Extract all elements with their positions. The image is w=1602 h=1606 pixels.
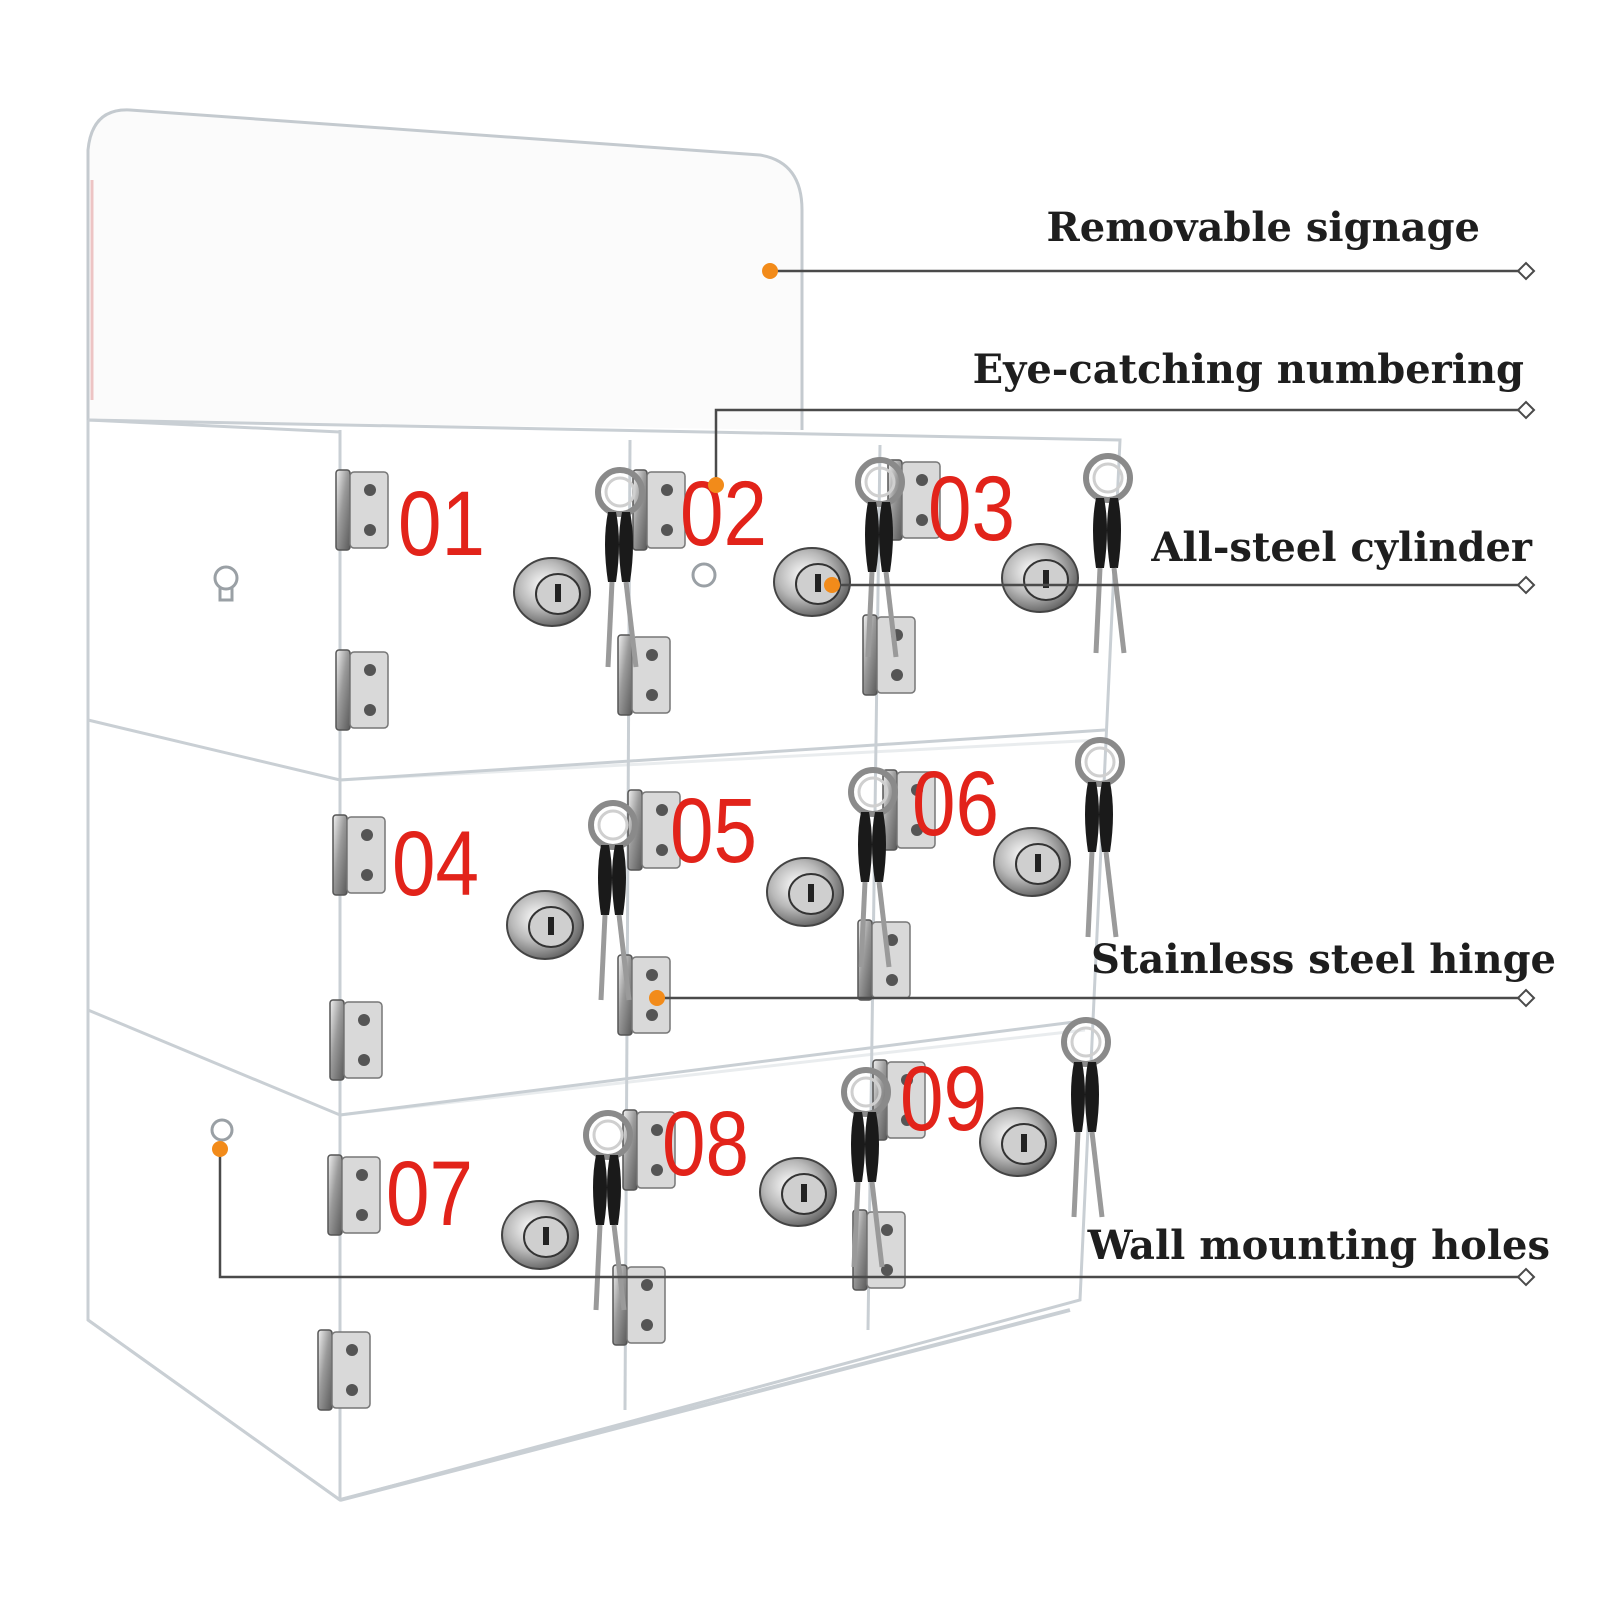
locker-number-01: 01 [398, 473, 485, 575]
key-ring-icon [588, 800, 638, 1001]
cam-lock-icon [1001, 543, 1079, 613]
leader-line-wall-mounting-holes [218, 1149, 1520, 1279]
key-ring-icon [1083, 453, 1133, 654]
callout-label-all-steel-cylinder: All-steel cylinder [1151, 524, 1532, 571]
locker-number-07: 07 [386, 1143, 473, 1245]
callout-dot-icon [824, 577, 840, 593]
hinge-group [317, 459, 941, 1411]
number-group: 01 02 03 04 05 06 07 08 09 [386, 458, 1015, 1245]
callout-dot-icon [762, 263, 778, 279]
locker-number-05: 05 [670, 780, 757, 882]
hinge-icon [335, 469, 389, 551]
signage-board [86, 108, 804, 430]
hinge-icon [617, 634, 671, 716]
cam-lock-icon [773, 547, 851, 617]
cam-lock-icon [979, 1107, 1057, 1177]
key-ring-icon [1075, 737, 1125, 938]
locker-number-06: 06 [912, 753, 999, 855]
hinge-icon [872, 1059, 926, 1141]
diamond-end-icon [1516, 575, 1536, 595]
locker-number-08: 08 [662, 1093, 749, 1195]
hinge-icon [857, 919, 911, 1001]
key-ring-icon [583, 1110, 633, 1311]
key-ring-icon [595, 467, 645, 668]
callout-dot-icon [649, 990, 665, 1006]
keyhole-mount-icon [210, 562, 717, 1142]
callout-dot-icon [212, 1141, 228, 1157]
locker-number-04: 04 [392, 813, 479, 915]
diamond-end-icon [1516, 988, 1536, 1008]
callout-label-wall-mounting-holes: Wall mounting holes [1087, 1222, 1550, 1269]
diamond-end-icon [1516, 400, 1536, 420]
hinge-icon [329, 999, 383, 1081]
cam-lock-icon [513, 557, 591, 627]
cam-lock-icon [501, 1200, 579, 1270]
hinge-icon [317, 1329, 371, 1411]
locker-number-09: 09 [900, 1048, 987, 1150]
diamond-end-icon [1516, 261, 1536, 281]
hinge-icon [332, 814, 386, 896]
hinge-icon [612, 1264, 666, 1346]
cam-lock-icon [993, 827, 1071, 897]
callout-dot-icon [708, 477, 724, 493]
key-ring-icon [1061, 1017, 1111, 1218]
locker-number-02: 02 [680, 463, 767, 565]
key-ring-icon [848, 767, 898, 968]
hinge-icon [327, 1154, 381, 1236]
leader-line-eye-catching-numbering [714, 408, 1520, 485]
leader-group [212, 261, 1536, 1287]
diamond-end-icon [1516, 1267, 1536, 1287]
callout-label-stainless-steel-hinge: Stainless steel hinge [1091, 936, 1556, 983]
locker-number-03: 03 [928, 458, 1015, 560]
cam-lock-icon [506, 890, 584, 960]
key-ring-icon [841, 1067, 891, 1268]
hinge-icon [335, 649, 389, 731]
cam-lock-icon [766, 857, 844, 927]
cam-lock-icon [759, 1157, 837, 1227]
lock-group [501, 453, 1133, 1311]
callout-label-removable-signage: Removable signage [1046, 204, 1481, 251]
callout-label-eye-catching-numbering: Eye-catching numbering [972, 346, 1524, 393]
